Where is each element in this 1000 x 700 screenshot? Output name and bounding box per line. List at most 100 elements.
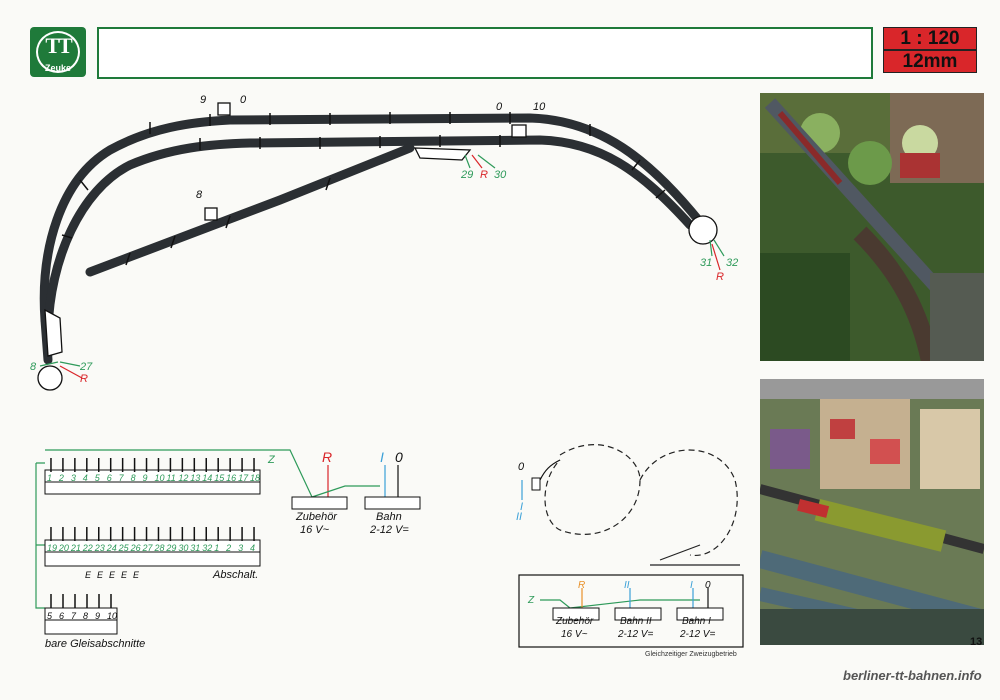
e-mark: E <box>85 570 92 580</box>
switch-number: 27 <box>142 543 154 553</box>
feeder-top-right <box>511 124 527 138</box>
siding-track <box>85 143 415 277</box>
page-number: 13 <box>970 636 983 648</box>
switch-panel-left <box>35 449 421 635</box>
switch-number: 10 <box>154 473 164 483</box>
switch-number: 24 <box>106 543 117 553</box>
track2-voltage: 2-12 V= <box>617 629 653 640</box>
layout-photo-bridge <box>760 93 984 361</box>
label-27: 27 <box>79 361 93 373</box>
switch-number: 7 <box>119 473 125 483</box>
switch-number: 8 <box>131 473 136 483</box>
accessory-voltage-left: 16 V~ <box>300 524 330 536</box>
switch-number: 31 <box>190 543 200 553</box>
label-32: 32 <box>726 257 738 269</box>
schematic-label-ii: II <box>516 511 522 523</box>
gauge-label: 12mm <box>883 50 977 73</box>
label-30: 30 <box>494 169 507 181</box>
track-joints <box>61 112 666 266</box>
schematic-label-i: I <box>520 501 523 513</box>
track1-voltage: 2-12 V= <box>679 629 715 640</box>
label-9: 9 <box>200 94 206 106</box>
switch-number: 32 <box>202 543 212 553</box>
switch-number: 29 <box>165 543 176 553</box>
switch-number: 9 <box>143 473 148 483</box>
terminal-0: 0 <box>395 449 403 465</box>
switch-number: 20 <box>58 543 69 553</box>
row3-switch-marks <box>50 594 112 608</box>
zeuke-logo: TT Zeuke <box>30 27 86 77</box>
switch-number: 18 <box>250 473 260 483</box>
row1-switch-marks <box>50 458 255 472</box>
switch-number: 11 <box>166 473 175 483</box>
e-mark: E <box>133 570 140 580</box>
abschalt-label: Abschalt. <box>212 569 258 581</box>
turnout-left-body <box>44 308 63 357</box>
scale-ratio: 1 : 120 <box>883 27 977 50</box>
feeder-schematic <box>531 477 541 491</box>
row3-label: bare Gleisabschnitte <box>45 638 145 650</box>
terminal-i-right: I <box>690 580 693 591</box>
figure-caption: Gleichzeitiger Zweizugbetrieb <box>645 651 737 658</box>
terminal-0-right: 0 <box>705 580 711 591</box>
turnout-right <box>688 215 718 245</box>
switch-number: 3 <box>238 543 243 553</box>
label-r-left: R <box>80 373 88 385</box>
switch-number: 3 <box>71 473 76 483</box>
terminal-r-right: R <box>578 580 585 591</box>
e-mark: E <box>97 570 104 580</box>
label-r-middle: R <box>480 169 488 181</box>
switch-number: 14 <box>202 473 212 483</box>
label-r-right: R <box>716 271 724 283</box>
switch-number: 4 <box>250 543 255 553</box>
switch-number: 23 <box>94 543 105 553</box>
switch-number: 22 <box>82 543 93 553</box>
switch-number: 8 <box>83 611 88 621</box>
track2-label: Bahn II <box>620 616 652 627</box>
logo-ring <box>36 31 80 73</box>
switch-number: 28 <box>153 543 164 553</box>
switch-number: 30 <box>178 543 188 553</box>
accessory-label-left: Zubehör <box>295 511 338 523</box>
accessory-label-right: Zubehör <box>555 616 594 627</box>
switch-number: 2 <box>58 473 64 483</box>
two-train-schematic <box>544 444 740 566</box>
feeder-top-left <box>217 102 231 116</box>
label-8-siding: 8 <box>196 189 203 201</box>
track-voltage-left: 2-12 V= <box>369 524 409 536</box>
title-box <box>97 27 873 79</box>
label-31: 31 <box>700 257 712 269</box>
switch-number: 7 <box>71 611 77 621</box>
terminal-ii-right: II <box>624 580 630 591</box>
terminal-r: R <box>322 449 332 465</box>
row2-switch-marks <box>50 527 255 541</box>
accessory-voltage-right: 16 V~ <box>561 629 588 640</box>
switch-number: 19 <box>47 543 57 553</box>
layout-photo-station <box>760 379 984 645</box>
bus-z-right: Z <box>527 595 535 606</box>
switch-number: 13 <box>190 473 200 483</box>
switch-number: 26 <box>130 543 141 553</box>
switch-number: 1 <box>47 473 52 483</box>
track-label-left: Bahn <box>376 511 402 523</box>
switch-number: 25 <box>118 543 130 553</box>
switch-number: 12 <box>178 473 188 483</box>
bus-z-left: Z <box>267 454 276 466</box>
scale-badge: 1 : 120 12mm <box>883 27 977 73</box>
label-8-left: 8 <box>30 361 37 373</box>
track-layout-diagram: 9 0 0 10 8 29 R 30 31 32 R 8 27 R <box>30 94 744 650</box>
switch-number: 2 <box>225 543 231 553</box>
label-29: 29 <box>460 169 473 181</box>
panel-right-box <box>518 574 744 648</box>
label-10: 10 <box>533 101 546 113</box>
website-watermark: berliner-tt-bahnen.info <box>843 668 982 683</box>
e-mark: E <box>121 570 128 580</box>
switch-number: 4 <box>83 473 88 483</box>
switch-number: 9 <box>95 611 100 621</box>
switch-number: 6 <box>59 611 64 621</box>
outer-track <box>39 113 705 325</box>
